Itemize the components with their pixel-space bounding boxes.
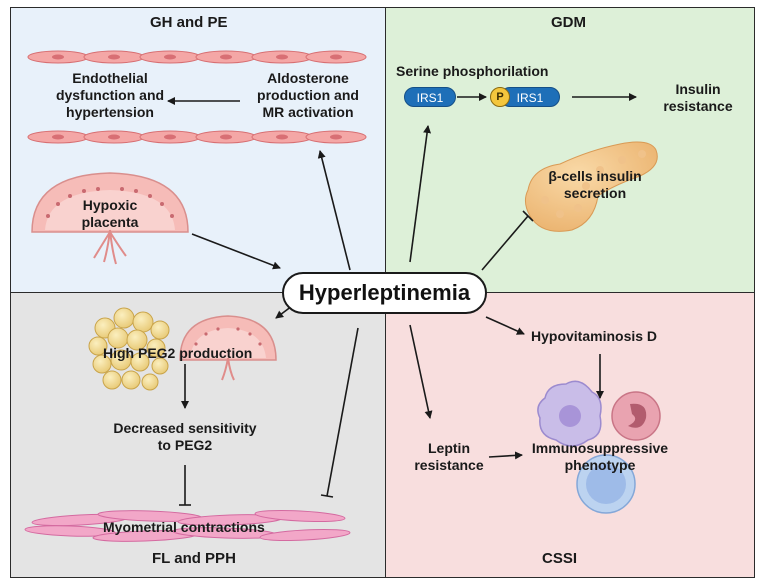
endothelial-dysfunction-label: Endothelial dysfunction and hypertension [40, 70, 180, 121]
hyperleptinemia-hub: Hyperleptinemia [282, 272, 487, 314]
quadrant-gdm [385, 7, 755, 293]
decreased-line-1: Decreased sensitivity [113, 420, 257, 436]
beta-line-1: β-cells insulin [548, 168, 642, 184]
irs1-phosphorylated-pill: IRS1 [500, 87, 560, 107]
decreased-sensitivity-label: Decreased sensitivity to PEG2 [95, 420, 275, 454]
beta-line-2: secretion [563, 185, 627, 201]
hypoxic-placenta-label: Hypoxic placenta [70, 197, 150, 231]
endothelial-line-1: Endothelial [72, 70, 148, 86]
insulin-line-2: resistance [663, 98, 733, 114]
leptin-line-2: resistance [414, 457, 484, 473]
leptin-resistance-label: Leptin resistance [404, 440, 494, 474]
quadrant-title-gdm: GDM [551, 14, 586, 31]
quadrant-title-gh-pe: GH and PE [150, 14, 228, 31]
aldosterone-line-3: MR activation [262, 104, 354, 120]
endothelial-cells-icon [27, 50, 367, 144]
quadrant-title-cssi: CSSI [542, 550, 578, 567]
insulin-line-1: Insulin [675, 81, 721, 97]
immunosuppressive-label: Immunosuppressive phenotype [520, 440, 680, 474]
leptin-line-1: Leptin [428, 440, 470, 456]
immuno-line-2: phenotype [564, 457, 636, 473]
beta-cells-label: β-cells insulin secretion [530, 168, 660, 202]
immune-cells-icon [537, 380, 661, 514]
pancreas-icon [524, 141, 658, 232]
phosphate-badge: P [490, 87, 510, 107]
endothelial-line-2: dysfunction and [55, 87, 165, 103]
high-peg2-label: High PEG2 production [103, 345, 253, 361]
irs1-pill: IRS1 [404, 87, 456, 107]
serine-phosphorilation-label: Serine phosphorilation [396, 63, 549, 79]
connector-arrows [167, 93, 637, 506]
aldosterone-label: Aldosterone production and MR activation [238, 70, 378, 121]
insulin-resistance-label: Insulin resistance [650, 81, 746, 115]
endothelial-line-3: hypertension [66, 104, 154, 120]
immuno-line-1: Immunosuppressive [531, 440, 669, 456]
quadrant-title-fl-pph: FL and PPH [152, 550, 236, 567]
hypovitaminosis-label: Hypovitaminosis D [531, 328, 658, 344]
hypoxic-line-1: Hypoxic [82, 197, 138, 213]
aldosterone-line-2: production and [257, 87, 359, 103]
myometrial-contractions-label: Myometrial contractions [103, 519, 265, 535]
hypoxic-line-2: placenta [81, 214, 139, 230]
aldosterone-line-1: Aldosterone [267, 70, 349, 86]
decreased-line-2: to PEG2 [157, 437, 213, 453]
placenta-icon [31, 172, 189, 265]
placenta-small-icon [179, 315, 277, 381]
adipocytes-icon [88, 307, 170, 391]
myometrium-cells-icon [24, 509, 351, 542]
